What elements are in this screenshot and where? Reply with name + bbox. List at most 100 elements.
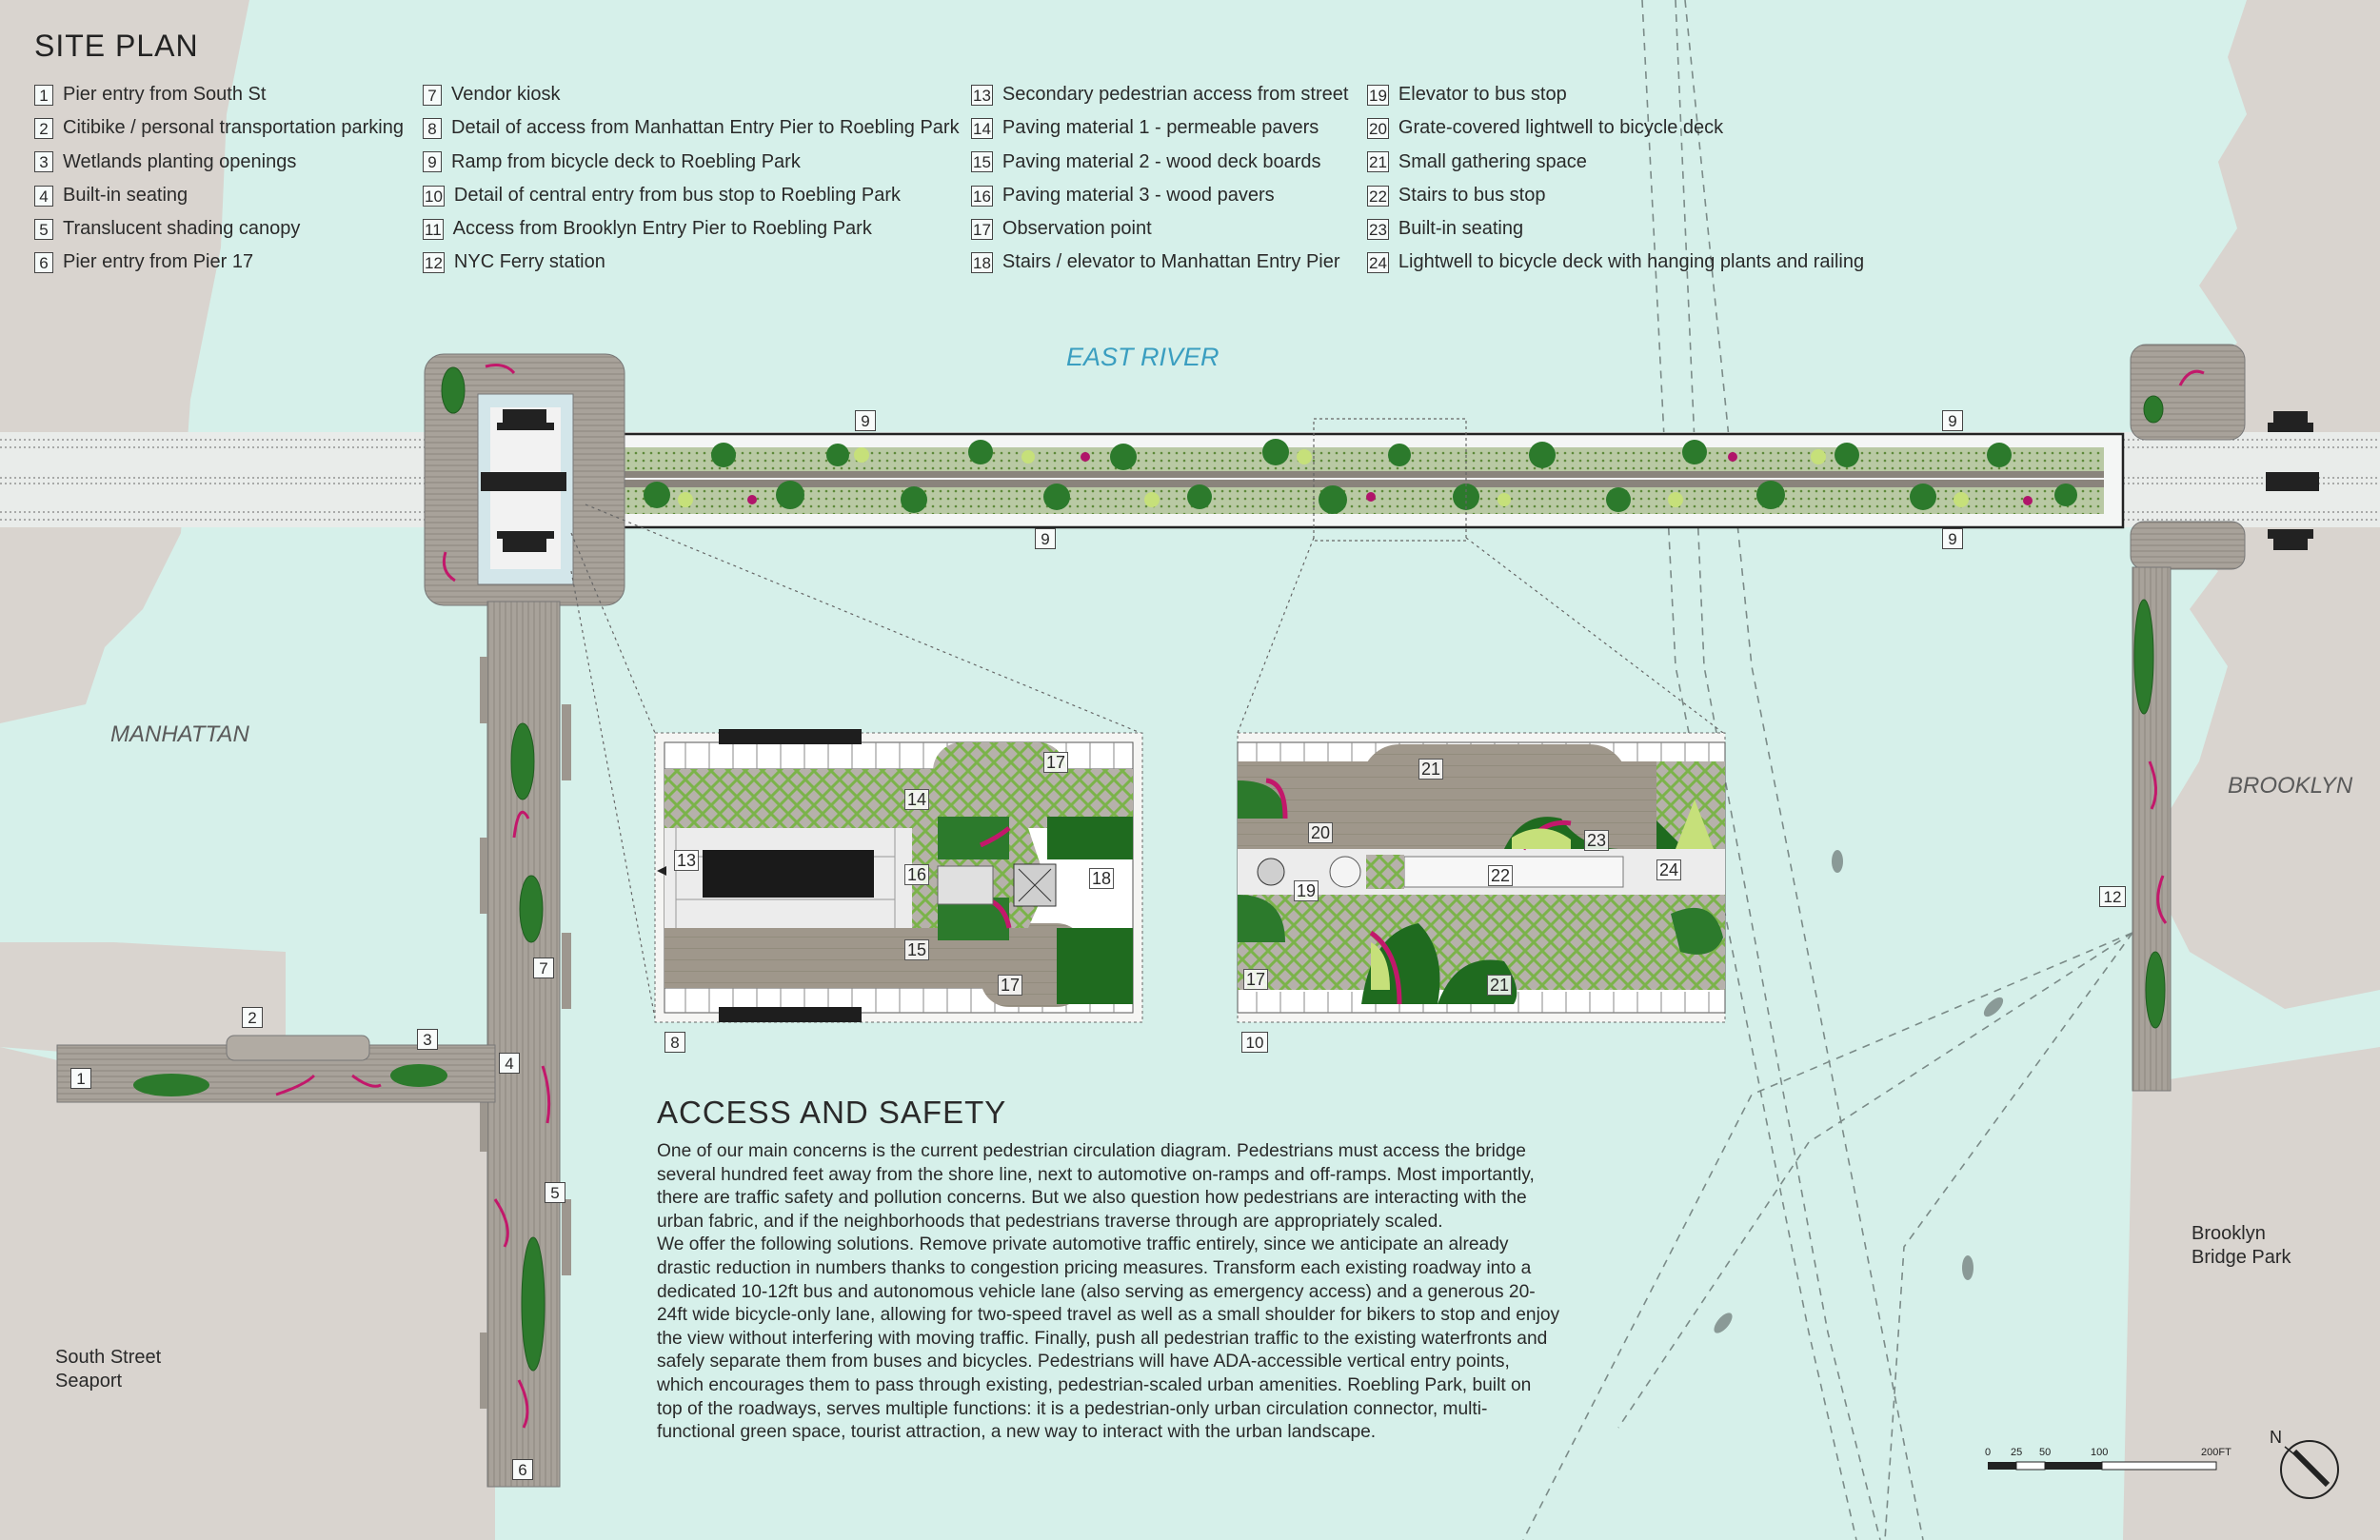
legend-item: 18 Stairs / elevator to Manhattan Entry P… xyxy=(971,246,1348,279)
legend-column-4: 19 Elevator to bus stop 20 Grate-covered l… xyxy=(1367,78,1864,280)
legend-text: Built-in seating xyxy=(1398,218,1524,240)
legend-item: 22 Stairs to bus stop xyxy=(1367,179,1864,212)
bridge-deck xyxy=(0,411,2380,550)
detail-tag: 24 xyxy=(1656,859,1682,880)
legend-text: Wetlands planting openings xyxy=(63,150,297,172)
east-river-label: EAST RIVER xyxy=(1066,343,1220,371)
scale-bar xyxy=(1988,1461,2217,1471)
plan-tag: 3 xyxy=(417,1029,438,1050)
legend-number: 20 xyxy=(1367,117,1389,139)
legend-item: 21 Small gathering space xyxy=(1367,146,1864,179)
legend-text: Detail of central entry from bus stop to… xyxy=(453,184,902,206)
detail-tag: 22 xyxy=(1488,865,1514,886)
legend-number: 19 xyxy=(1367,84,1389,106)
bb-park-label-line2: Bridge Park xyxy=(2192,1247,2291,1268)
legend-item: 15 Paving material 2 - wood deck boards xyxy=(971,146,1348,179)
legend-number: 2 xyxy=(34,117,53,139)
legend-number: 18 xyxy=(971,252,993,274)
legend-number: 10 xyxy=(423,185,445,207)
plan-tag: 2 xyxy=(242,1007,263,1028)
detail-10-tag: 10 xyxy=(1241,1032,1268,1053)
legend-text: Pier entry from South St xyxy=(63,84,267,105)
plan-tag: 9 xyxy=(855,410,876,431)
legend-item: 19 Elevator to bus stop xyxy=(1367,78,1864,111)
manhattan-label: MANHATTAN xyxy=(110,721,249,747)
legend-text: Grate-covered lightwell to bicycle deck xyxy=(1398,117,1724,139)
legend-text: Small gathering space xyxy=(1398,150,1587,172)
legend-number: 23 xyxy=(1367,218,1389,240)
legend-number: 9 xyxy=(423,151,442,173)
detail-tag: 16 xyxy=(904,864,930,885)
legend-text: Detail of access from Manhattan Entry Pi… xyxy=(451,117,960,139)
legend-item: 23 Built-in seating xyxy=(1367,212,1864,246)
plan-tag: 9 xyxy=(1942,410,1963,431)
plan-tag: 5 xyxy=(545,1182,565,1203)
legend-text: Lightwell to bicycle deck with hanging p… xyxy=(1398,251,1865,273)
legend-number: 3 xyxy=(34,151,53,173)
legend-text: Ramp from bicycle deck to Roebling Park xyxy=(451,150,801,172)
legend-text: Paving material 3 - wood pavers xyxy=(1002,184,1275,206)
access-safety-body: One of our main concerns is the current … xyxy=(657,1140,1561,1445)
legend-text: Stairs to bus stop xyxy=(1398,184,1546,206)
legend-text: Paving material 2 - wood deck boards xyxy=(1002,150,1321,172)
legend-item: 10 Detail of central entry from bus stop … xyxy=(423,179,960,212)
legend-number: 21 xyxy=(1367,151,1389,173)
detail-10-drawing xyxy=(1237,732,1726,1023)
detail-8-drawing xyxy=(654,729,1143,1023)
legend-number: 22 xyxy=(1367,185,1389,207)
legend-number: 16 xyxy=(971,185,993,207)
legend-number: 12 xyxy=(423,252,445,274)
legend-item: 8 Detail of access from Manhattan Entry P… xyxy=(423,111,960,145)
river-dashed-lines xyxy=(1522,0,2133,1540)
plan-tag: 12 xyxy=(2099,886,2126,907)
seaport-label-line1: South Street xyxy=(55,1347,162,1368)
access-paragraph-1: One of our main concerns is the current … xyxy=(657,1141,1535,1232)
detail-8-tag: 8 xyxy=(664,1032,685,1053)
plan-tag: 4 xyxy=(499,1053,520,1074)
plan-tag: 9 xyxy=(1942,528,1963,549)
plan-tag: 6 xyxy=(512,1459,533,1480)
plan-tag: 1 xyxy=(70,1068,91,1089)
legend-number: 5 xyxy=(34,218,53,240)
legend-text: Elevator to bus stop xyxy=(1398,84,1567,105)
legend-number: 15 xyxy=(971,151,993,173)
detail-tag: 23 xyxy=(1584,830,1610,851)
access-safety-heading: ACCESS AND SAFETY xyxy=(657,1095,1007,1130)
detail-tag: 17 xyxy=(998,975,1023,996)
detail-tag: 19 xyxy=(1294,880,1319,901)
bb-park-label-line1: Brooklyn xyxy=(2192,1223,2266,1244)
manhattan-land xyxy=(0,0,249,723)
north-arrow xyxy=(2280,1440,2339,1499)
legend-text: Stairs / elevator to Manhattan Entry Pie… xyxy=(1002,251,1340,273)
scale-label: 50 xyxy=(2039,1447,2052,1458)
detail-tag: 17 xyxy=(1043,752,1069,773)
detail-tag: 21 xyxy=(1487,975,1513,996)
legend-number: 8 xyxy=(423,117,442,139)
legend-item: 20 Grate-covered lightwell to bicycle dec… xyxy=(1367,111,1864,145)
detail-tag: 14 xyxy=(904,789,930,810)
manhattan-pier xyxy=(424,353,625,1488)
legend-text: Built-in seating xyxy=(63,184,188,206)
detail-tag: 20 xyxy=(1308,822,1334,843)
legend-number: 17 xyxy=(971,218,993,240)
legend-item: 3 Wetlands planting openings xyxy=(34,146,404,179)
access-paragraph-2: We offer the following solutions. Remove… xyxy=(657,1234,1560,1443)
seaport-label-line2: Seaport xyxy=(55,1371,123,1392)
detail-tag: 17 xyxy=(1243,969,1269,990)
legend-number: 14 xyxy=(971,117,993,139)
legend-item: 16 Paving material 3 - wood pavers xyxy=(971,179,1348,212)
detail-tag: 18 xyxy=(1089,868,1115,889)
legend-text: Secondary pedestrian access from street xyxy=(1002,84,1349,105)
scale-label: 100 xyxy=(2091,1447,2109,1458)
brooklyn-pier xyxy=(2130,344,2246,1092)
